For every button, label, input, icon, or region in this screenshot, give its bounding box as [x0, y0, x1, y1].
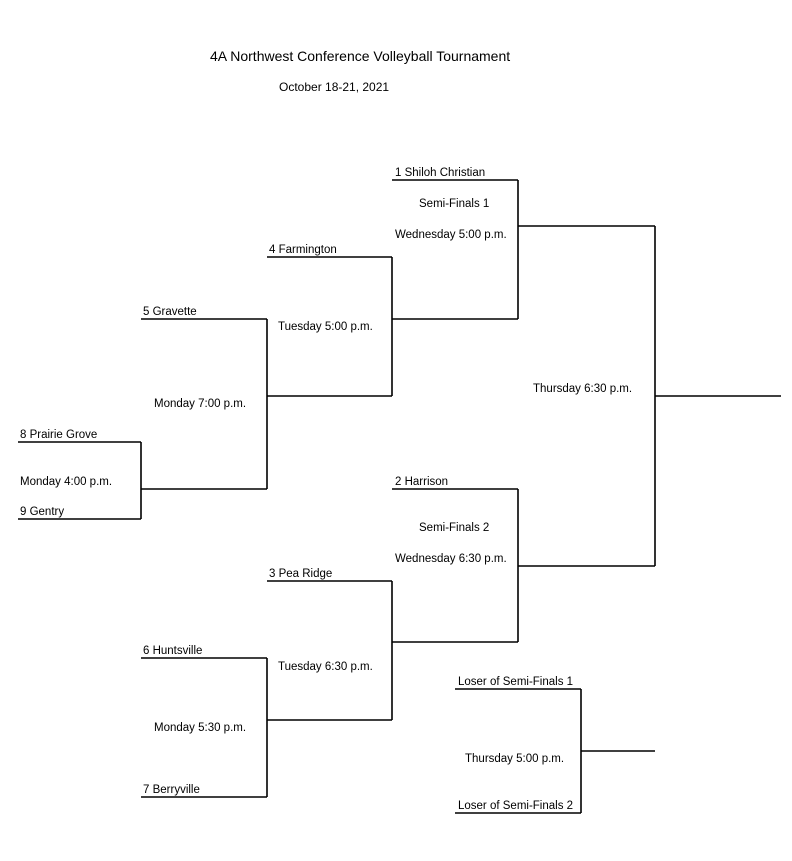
game-tuesday-500: Tuesday 5:00 p.m. — [278, 321, 373, 333]
team-huntsville: 6 Huntsville — [143, 645, 203, 657]
page-title: 4A Northwest Conference Volleyball Tourn… — [210, 48, 511, 64]
team-pea-ridge: 3 Pea Ridge — [269, 568, 333, 580]
semifinals-1-label: Semi-Finals 1 — [419, 198, 490, 210]
team-harrison: 2 Harrison — [395, 476, 449, 488]
semifinals-2-label: Semi-Finals 2 — [419, 522, 490, 534]
game-third-place-thursday-500: Thursday 5:00 p.m. — [465, 753, 565, 765]
team-loser-semifinals-2: Loser of Semi-Finals 2 — [458, 800, 574, 812]
semifinals-1-time: Wednesday 5:00 p.m. — [395, 229, 507, 241]
game-monday-700: Monday 7:00 p.m. — [154, 398, 247, 410]
team-prairie-grove: 8 Prairie Grove — [20, 429, 98, 441]
game-monday-530: Monday 5:30 p.m. — [154, 722, 247, 734]
team-gravette: 5 Gravette — [143, 306, 197, 318]
team-gentry: 9 Gentry — [20, 506, 65, 518]
game-tuesday-630: Tuesday 6:30 p.m. — [278, 661, 373, 673]
page-subtitle: October 18-21, 2021 — [279, 80, 390, 94]
team-shiloh-christian: 1 Shiloh Christian — [395, 167, 486, 179]
team-loser-semifinals-1: Loser of Semi-Finals 1 — [458, 676, 574, 688]
game-final-thursday-630: Thursday 6:30 p.m. — [533, 383, 633, 395]
semifinals-2-time: Wednesday 6:30 p.m. — [395, 553, 507, 565]
team-farmington: 4 Farmington — [269, 244, 337, 256]
team-berryville: 7 Berryville — [143, 784, 200, 796]
game-monday-400: Monday 4:00 p.m. — [20, 476, 113, 488]
